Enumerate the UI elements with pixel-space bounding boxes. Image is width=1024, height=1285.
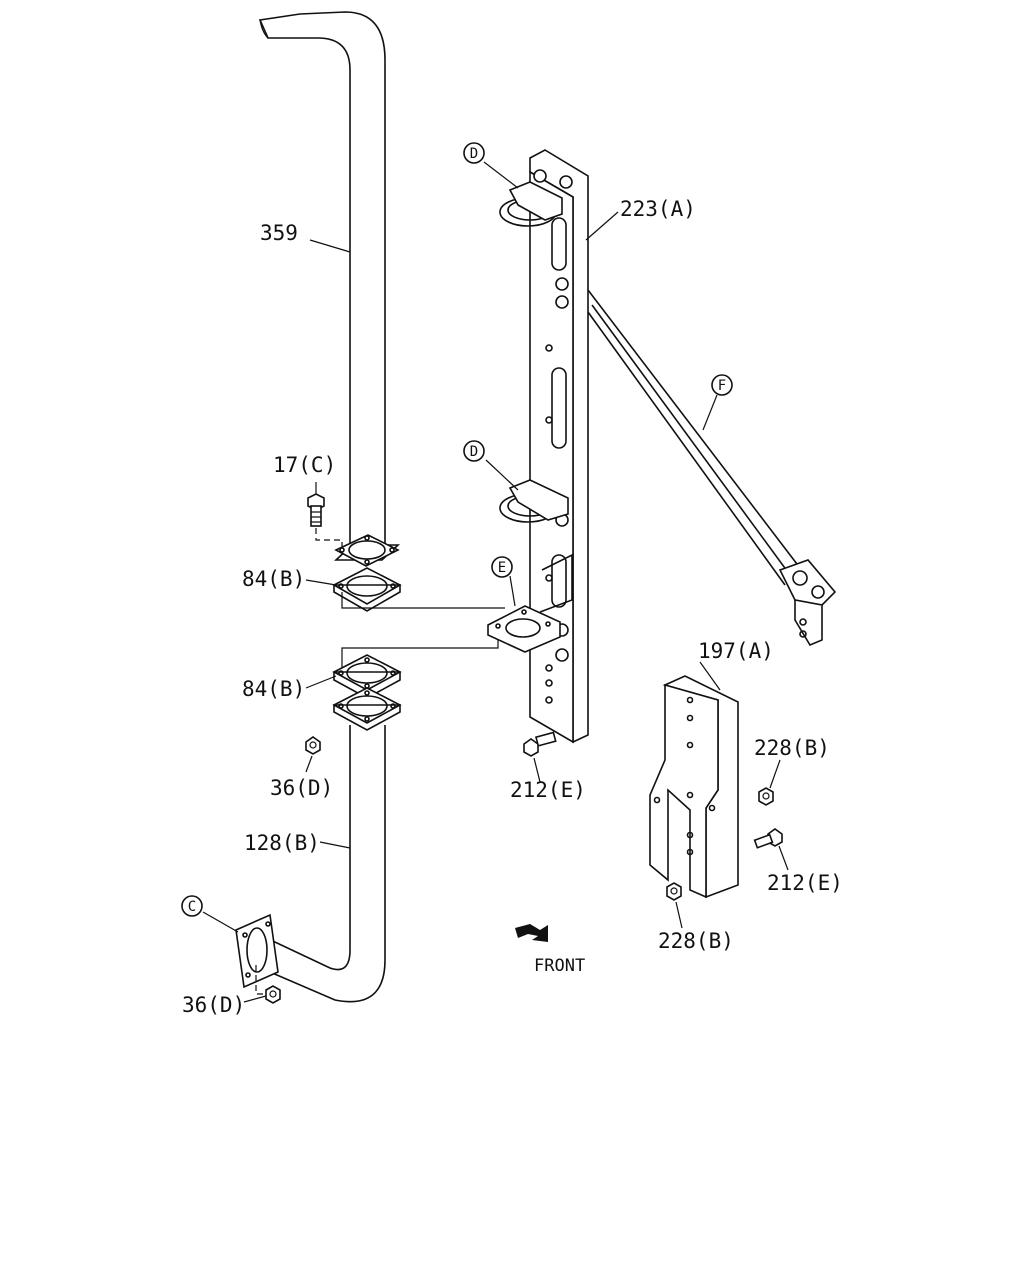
- label-front: FRONT: [534, 956, 585, 976]
- gasket-84b-lower: [332, 654, 402, 731]
- strut-f: [587, 289, 837, 647]
- nut-228b-upper: [758, 787, 774, 806]
- label-84b-upper: 84(B): [242, 567, 305, 591]
- label-128b: 128(B): [244, 831, 320, 855]
- svg-text:E: E: [498, 560, 506, 576]
- svg-text:D: D: [470, 146, 478, 162]
- gasket-84b-upper: [332, 567, 402, 612]
- label-228b-upper: 228(B): [754, 736, 830, 760]
- exhaust-pipe-128b: [235, 725, 386, 1003]
- callout-d-lower: D: [463, 440, 485, 462]
- label-36d-upper: 36(D): [270, 776, 333, 800]
- label-197a: 197(A): [698, 639, 774, 663]
- bolt-17c: [307, 493, 343, 552]
- label-228b-lower: 228(B): [658, 929, 734, 953]
- mount-plate-e: [487, 553, 573, 653]
- clamp-d-lower: [499, 479, 569, 523]
- nut-36d-lower: [265, 985, 281, 1004]
- bolt-212e-right: [753, 828, 783, 849]
- label-359: 359: [260, 221, 298, 245]
- label-212e-right: 212(E): [767, 871, 843, 895]
- exhaust-pipe-359: [258, 11, 386, 548]
- leader-lines: [202, 161, 789, 1003]
- label-17c: 17(C): [273, 453, 336, 477]
- front-arrow-icon: [515, 924, 548, 942]
- nut-36d-upper: [305, 736, 321, 755]
- nut-228b-lower: [666, 882, 682, 901]
- upper-pipe-flange: [333, 534, 401, 567]
- label-223a: 223(A): [620, 197, 696, 221]
- callout-e: E: [491, 556, 513, 578]
- label-212e-left: 212(E): [510, 778, 586, 802]
- bracket-223a: [529, 149, 589, 744]
- svg-text:F: F: [718, 378, 726, 394]
- callout-c: C: [181, 895, 203, 917]
- bracket-197a: [649, 675, 739, 899]
- callout-f: F: [711, 374, 733, 396]
- callout-d-upper: D: [463, 142, 485, 164]
- label-84b-lower: 84(B): [242, 677, 305, 701]
- label-36d-lower: 36(D): [182, 993, 245, 1017]
- clamp-d-upper: [499, 181, 563, 227]
- bolt-212e-left: [523, 731, 557, 757]
- svg-text:D: D: [470, 444, 478, 460]
- svg-text:C: C: [188, 899, 196, 915]
